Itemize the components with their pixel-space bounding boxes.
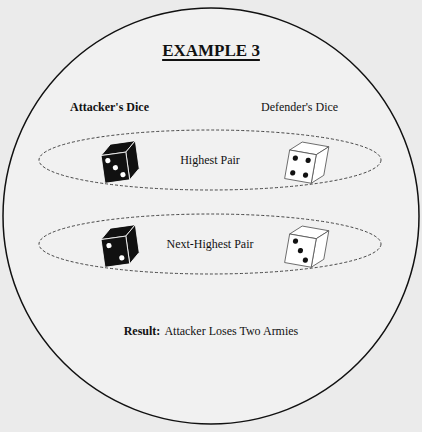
frame-circle xyxy=(3,8,419,424)
attacker-die xyxy=(100,141,141,184)
pair-ellipse: Highest Pair xyxy=(38,129,382,191)
column-heading: Attacker's Dice xyxy=(70,100,149,115)
result-heading: Result: xyxy=(124,324,161,339)
pair-label: Highest Pair xyxy=(180,153,240,168)
column-heading: Defender's Dice xyxy=(261,100,338,115)
defender-die xyxy=(285,224,329,269)
pair-label: Next-Highest Pair xyxy=(167,237,254,252)
result-line: Result:Attacker Loses Two Armies xyxy=(124,324,299,339)
pair-text: Highest Pair xyxy=(180,153,240,168)
title: EXAMPLE 3 xyxy=(162,41,260,61)
dashed-ellipse xyxy=(39,130,381,190)
pair-text: Next-Highest Pair xyxy=(167,237,254,252)
result-text: Attacker Loses Two Armies xyxy=(164,324,298,339)
attacker-die xyxy=(100,225,141,268)
dashed-ellipse xyxy=(39,214,381,274)
defender-die xyxy=(285,140,329,185)
pair-ellipse: Next-Highest Pair xyxy=(38,213,382,275)
